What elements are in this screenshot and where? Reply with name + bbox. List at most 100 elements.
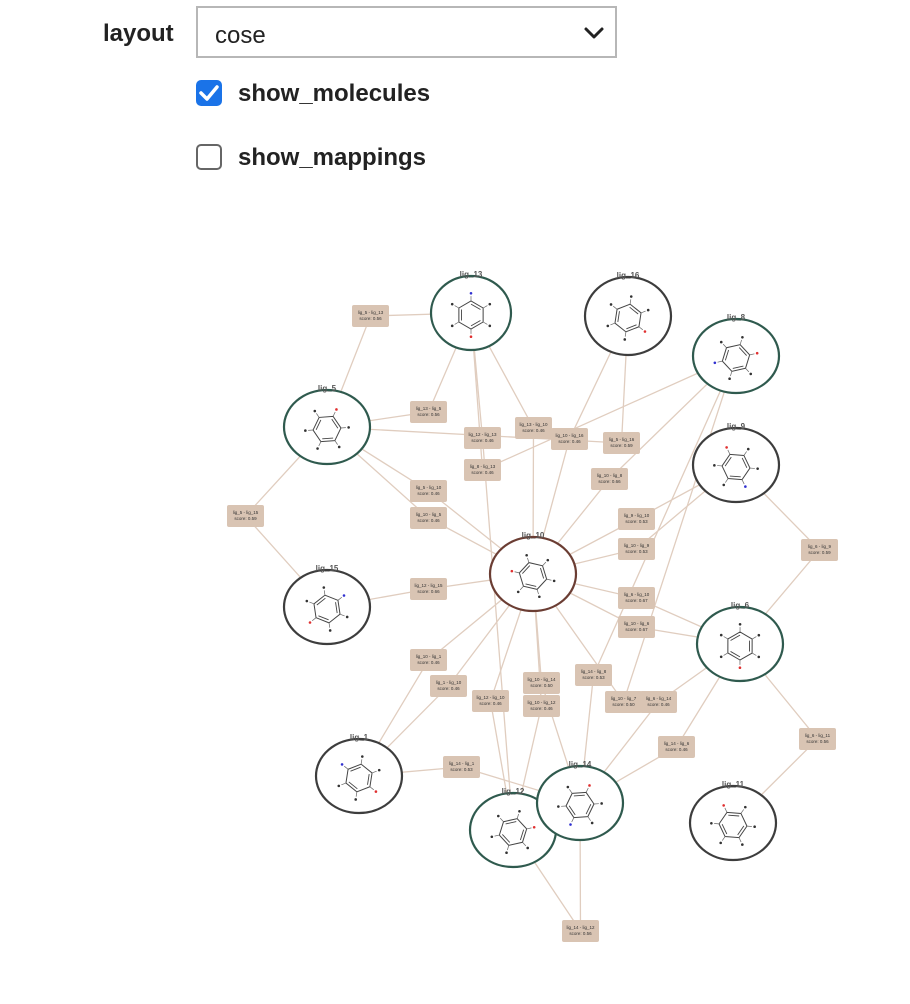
edge-label-score: score: 0.67	[625, 598, 648, 603]
molecule-bond	[454, 305, 460, 309]
molecule-atom	[496, 814, 500, 818]
edge-label-score: score: 0.46	[471, 470, 494, 475]
edge-label-score: score: 0.50	[530, 683, 553, 688]
edge-label-pair: lig_10 - lig_8	[597, 473, 623, 478]
molecule-bond	[717, 360, 723, 363]
layout-select-value: cose	[215, 22, 266, 49]
graph-node[interactable]: lig_16	[583, 271, 673, 357]
edge-label-pair: lig_14 - lig_8	[581, 669, 607, 674]
molecule-atom	[629, 295, 633, 298]
node-shape	[583, 275, 673, 357]
node-shape	[314, 737, 404, 815]
molecule-bond	[629, 299, 632, 305]
edge-label-box	[618, 538, 655, 560]
node-label: lig_12	[502, 787, 525, 796]
molecule-atom	[741, 335, 744, 339]
layout-label: layout	[103, 20, 174, 47]
molecule-bond	[371, 770, 377, 774]
layout-select[interactable]: cose	[196, 6, 617, 58]
graph-node[interactable]: lig_14	[535, 760, 625, 842]
node-label: lig_6	[731, 601, 750, 610]
graph-node[interactable]: lig_9	[691, 422, 781, 504]
molecule-bond	[739, 339, 742, 345]
molecule-bond	[629, 306, 639, 315]
molecule-bond	[587, 816, 591, 821]
molecule-bond	[505, 821, 517, 825]
molecule-atom	[337, 445, 341, 449]
molecule-atom	[569, 823, 572, 826]
graph-node[interactable]: lig_8	[691, 313, 781, 395]
molecule-bond	[721, 836, 726, 841]
node-label: lig_16	[617, 271, 640, 280]
graph-node[interactable]: lig_10	[488, 531, 578, 613]
graph-node[interactable]: lig_11	[688, 780, 778, 862]
molecule-atom	[755, 351, 759, 355]
molecule-bond	[507, 845, 510, 851]
molecule-atom	[526, 846, 530, 850]
graph-node[interactable]: lig_13	[429, 270, 513, 352]
molecule-bond	[745, 368, 750, 373]
molecule-atom	[719, 655, 723, 659]
graph-node[interactable]: lig_6	[695, 601, 785, 683]
show-molecules-checkbox[interactable]	[196, 80, 222, 106]
graph-node[interactable]: lig_15	[282, 564, 372, 646]
graph-node[interactable]: lig_5	[282, 384, 372, 466]
molecule-atom	[490, 835, 494, 839]
edge-label-box	[605, 691, 642, 713]
molecule-atom	[600, 802, 603, 805]
molecule-bond	[741, 457, 748, 469]
molecule-bond	[341, 782, 347, 786]
edge-label-box	[472, 690, 509, 712]
molecule-atom	[753, 825, 756, 829]
show-mappings-checkbox[interactable]	[196, 144, 222, 170]
edge-label-box	[410, 401, 447, 423]
molecule-bond	[722, 343, 727, 348]
molecule-atom	[316, 447, 319, 450]
molecule-bond	[516, 813, 519, 819]
edge-label-score: score: 0.56	[359, 316, 382, 321]
molecule-bond	[751, 652, 757, 656]
edge-label-score: score: 0.53	[625, 519, 648, 524]
molecule-bond	[502, 834, 511, 843]
edge-label-box	[523, 695, 560, 717]
edge-label-score: score: 0.59	[610, 443, 633, 448]
edge-label-box	[618, 587, 655, 609]
molecule-atom	[304, 429, 307, 432]
node-shape	[688, 784, 778, 862]
molecule-bond	[318, 615, 329, 621]
molecule-atom	[713, 464, 716, 467]
molecule-bond	[724, 349, 730, 361]
edge-label-score: score: 0.56	[806, 739, 829, 744]
graph-node[interactable]: lig_1	[314, 733, 404, 815]
